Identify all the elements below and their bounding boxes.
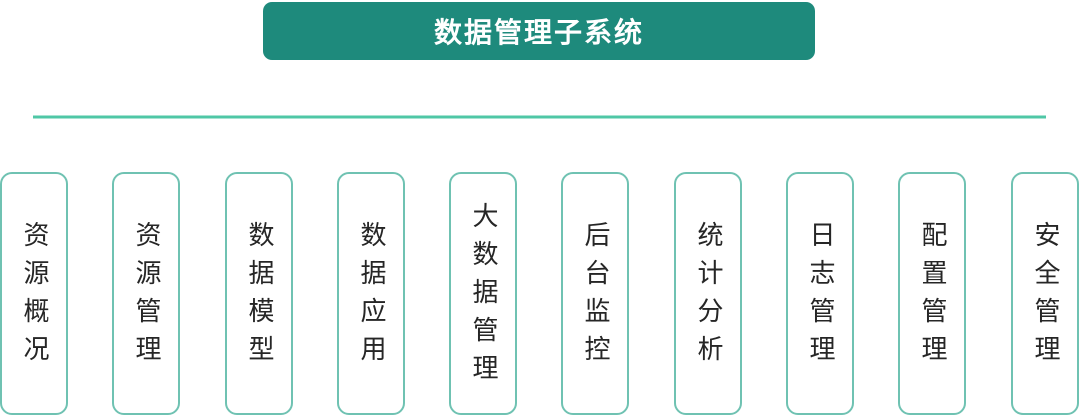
child-label: 配置管理 [917,220,947,373]
child-node-resource-management: 资源管理 [112,172,180,415]
child-node-data-model: 数据模型 [225,172,293,415]
root-title: 数据管理子系统 [433,16,644,49]
child-label: 资源管理 [131,220,161,373]
child-node-configuration-management: 配置管理 [898,172,966,415]
root-node: 数据管理子系统 [263,2,815,60]
child-node-log-management: 日志管理 [786,172,854,415]
child-node-security-management: 安全管理 [1011,172,1079,415]
child-label: 日志管理 [805,220,835,373]
child-node-statistical-analysis: 统计分析 [674,172,742,415]
child-node-resource-overview: 资源概况 [0,172,68,415]
child-label: 数据应用 [356,220,386,373]
child-node-data-application: 数据应用 [337,172,405,415]
child-label: 大数据管理 [468,201,498,392]
drop-lines [31,116,1048,173]
child-label: 数据模型 [244,220,274,373]
child-label: 安全管理 [1030,220,1060,373]
child-label: 统计分析 [693,220,723,373]
child-node-backend-monitoring: 后台监控 [561,172,629,415]
child-label: 资源概况 [19,220,49,373]
child-label: 后台监控 [580,220,610,373]
child-node-big-data-management: 大数据管理 [449,172,517,415]
